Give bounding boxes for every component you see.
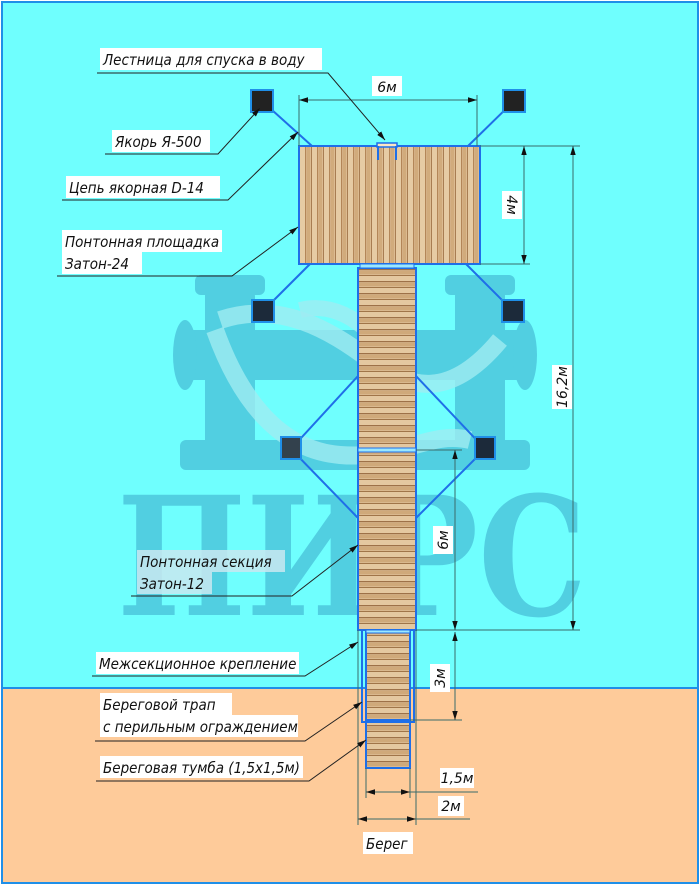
label-anchor: Якорь Я-500 — [114, 133, 202, 151]
anchor-icon[interactable] — [501, 299, 525, 323]
gangway-joint[interactable] — [365, 629, 411, 634]
dim-gangway-width: 2м — [441, 799, 461, 815]
label-platform-line2: Затон-24 — [65, 255, 129, 273]
watermark: ПИРС — [117, 275, 587, 654]
label-chain: Цепь якорная D-14 — [69, 179, 204, 197]
label-section-line2: Затон-12 — [140, 575, 204, 593]
bollard[interactable] — [365, 719, 411, 769]
label-bollard: Береговая тумба (1,5х1,5м) — [103, 759, 300, 777]
label-ladder: Лестница для спуска в воду — [102, 51, 306, 69]
callout-leaders — [57, 72, 386, 782]
label-gangway-line2: с перильным ограждением — [103, 718, 298, 736]
label-section-line1: Понтонная секция — [140, 553, 272, 571]
anchors — [250, 89, 526, 460]
label-gangway-line1: Береговой трап — [103, 696, 216, 714]
label-joint: Межсекционное крепление — [99, 655, 296, 673]
dimension-lines — [298, 95, 580, 825]
anchor-icon[interactable] — [251, 299, 275, 323]
dim-gangway-length: 3м — [433, 668, 449, 688]
anchor-icon[interactable] — [502, 89, 526, 113]
callout-labels: Лестница для спуска в воду Якорь Я-500 Ц… — [62, 48, 413, 854]
label-shore: Берег — [366, 835, 408, 853]
dim-platform-width: 6м — [377, 80, 397, 96]
pontoon-platform[interactable] — [298, 145, 481, 265]
label-platform-line1: Понтонная площадка — [65, 233, 219, 251]
pontoon-section-2[interactable] — [357, 449, 417, 631]
section-joint-mid[interactable] — [357, 447, 417, 453]
pontoon-section-1[interactable] — [357, 267, 417, 451]
section-joint-top[interactable] — [359, 263, 415, 269]
anchor-icon[interactable] — [280, 436, 302, 460]
gangway[interactable] — [365, 631, 411, 721]
dim-total-length: 16,2м — [555, 366, 571, 408]
dim-bollard-width: 1,5м — [441, 771, 474, 787]
anchor-icon[interactable] — [474, 436, 496, 460]
dim-platform-length: 4м — [503, 195, 519, 215]
dimension-labels: 6м 4м 16,2м 6м 3м 1,5м 2м — [372, 76, 572, 816]
ladder-icon[interactable] — [376, 142, 398, 160]
anchor-icon[interactable] — [250, 89, 274, 113]
dim-section-length: 6м — [436, 530, 452, 550]
